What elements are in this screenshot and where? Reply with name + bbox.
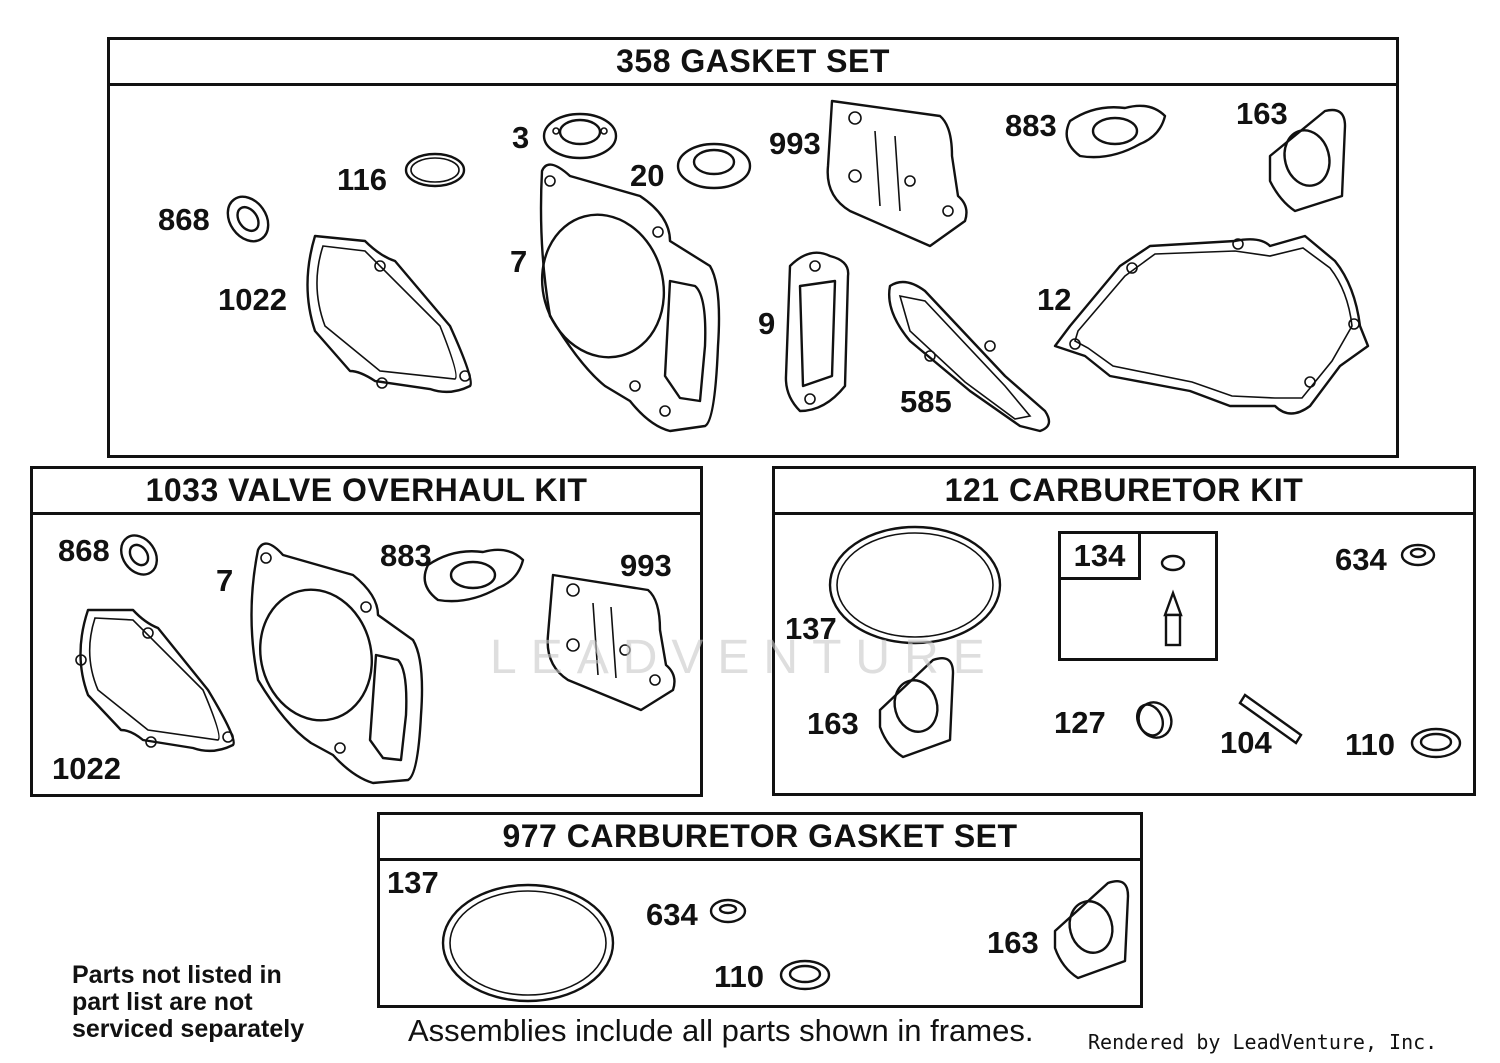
callout-634: 634 xyxy=(1335,542,1387,577)
part-104-pin[interactable] xyxy=(1238,693,1303,745)
valve-overhaul-kit-title: 1033 VALVE OVERHAUL KIT xyxy=(33,469,700,515)
callout-7: 7 xyxy=(216,563,234,598)
valve-overhaul-kit-frame: 1033 VALVE OVERHAUL KIT xyxy=(30,466,703,797)
callout-9: 9 xyxy=(758,306,776,341)
callout-1022: 1022 xyxy=(218,282,287,317)
callout-163: 163 xyxy=(987,925,1039,960)
callout-883: 883 xyxy=(1005,108,1057,143)
part-137-oring[interactable] xyxy=(828,525,1002,645)
gasket-set-body: 868 116 3 20 993 883 163 1022 7 9 585 12 xyxy=(110,86,1396,455)
part-868-seal[interactable] xyxy=(114,529,164,582)
part-12-crankcase-gasket[interactable] xyxy=(1053,234,1370,415)
part-127-plug[interactable] xyxy=(1132,697,1177,743)
carburetor-gasket-set-title: 977 CARBURETOR GASKET SET xyxy=(380,815,1140,861)
note-line-2: part list are not xyxy=(72,988,253,1016)
callout-883: 883 xyxy=(380,538,432,573)
callout-110: 110 xyxy=(714,959,765,994)
callout-110: 110 xyxy=(1345,727,1396,762)
valve-overhaul-kit-body: 868 7 883 993 1022 xyxy=(33,515,700,794)
gasket-set-title: 358 GASKET SET xyxy=(110,40,1396,86)
part-134-needle-seat[interactable] xyxy=(1160,554,1186,647)
part-993-gasket[interactable] xyxy=(826,99,968,248)
render-credit: Rendered by LeadVenture, Inc. xyxy=(1088,1030,1438,1054)
subkit-134-frame: 134 xyxy=(1058,531,1218,661)
part-110-washer[interactable] xyxy=(779,959,831,991)
gasket-set-frame: 358 GASKET SET xyxy=(107,37,1399,458)
part-3-seal[interactable] xyxy=(542,112,618,160)
callout-993: 993 xyxy=(620,548,672,583)
callout-127: 127 xyxy=(1054,705,1106,740)
watermark-logo: LEADVENTURE xyxy=(490,631,999,684)
part-883-gasket[interactable] xyxy=(423,548,525,603)
part-116-oring[interactable] xyxy=(404,152,466,188)
part-634-washer[interactable] xyxy=(709,898,747,924)
part-163-gasket[interactable] xyxy=(878,656,955,759)
callout-104: 104 xyxy=(1220,725,1272,760)
callout-137: 137 xyxy=(785,611,837,646)
carburetor-kit-drawing xyxy=(828,525,1462,759)
callout-634: 634 xyxy=(646,897,698,932)
part-634-washer[interactable] xyxy=(1400,543,1436,567)
callout-3: 3 xyxy=(512,120,530,155)
part-9-gasket[interactable] xyxy=(784,251,850,413)
callout-12: 12 xyxy=(1037,282,1072,317)
part-993-gasket[interactable] xyxy=(546,573,676,712)
subkit-134-label: 134 xyxy=(1061,534,1141,580)
part-163-gasket[interactable] xyxy=(1053,879,1130,980)
callout-116: 116 xyxy=(337,162,388,197)
part-163-gasket[interactable] xyxy=(1268,108,1347,213)
part-868-seal[interactable] xyxy=(219,189,276,249)
part-585-gasket[interactable] xyxy=(888,280,1051,433)
part-110-washer[interactable] xyxy=(1410,727,1462,759)
part-883-gasket[interactable] xyxy=(1065,104,1167,159)
part-137-oring[interactable] xyxy=(441,883,615,1003)
carburetor-gasket-set-body: 137 634 110 163 xyxy=(380,861,1140,1005)
callout-868: 868 xyxy=(58,533,110,568)
callout-163: 163 xyxy=(807,706,859,741)
carburetor-gasket-set-drawing xyxy=(441,879,1130,1003)
part-1022-gasket[interactable] xyxy=(306,234,472,394)
callout-137: 137 xyxy=(387,865,439,900)
part-7-head-gasket[interactable] xyxy=(246,542,424,785)
note-parts-not-listed: Parts not listed in part list are not se… xyxy=(72,962,362,1043)
part-7-head-gasket[interactable] xyxy=(526,163,721,433)
gasket-set-drawing xyxy=(219,99,1370,433)
part-1022-gasket[interactable] xyxy=(75,608,235,753)
valve-overhaul-kit-drawing xyxy=(75,529,676,785)
callout-868: 868 xyxy=(158,202,210,237)
note-assemblies: Assemblies include all parts shown in fr… xyxy=(408,1013,1034,1048)
carburetor-kit-body: 134 137 634 163 127 104 110 xyxy=(775,515,1473,793)
note-line-1: Parts not listed in xyxy=(72,961,282,989)
note-line-3: serviced separately xyxy=(72,1015,305,1043)
callout-993: 993 xyxy=(769,126,821,161)
carburetor-kit-frame: 121 CARBURETOR KIT xyxy=(772,466,1476,796)
callout-20: 20 xyxy=(630,158,665,193)
carburetor-kit-title: 121 CARBURETOR KIT xyxy=(775,469,1473,515)
callout-163: 163 xyxy=(1236,96,1288,131)
carburetor-gasket-set-frame: 977 CARBURETOR GASKET SET 137 634 110 16… xyxy=(377,812,1143,1008)
callout-585: 585 xyxy=(900,384,952,419)
callout-7: 7 xyxy=(510,244,528,279)
callout-1022: 1022 xyxy=(52,751,121,786)
part-20-seal[interactable] xyxy=(676,142,752,190)
